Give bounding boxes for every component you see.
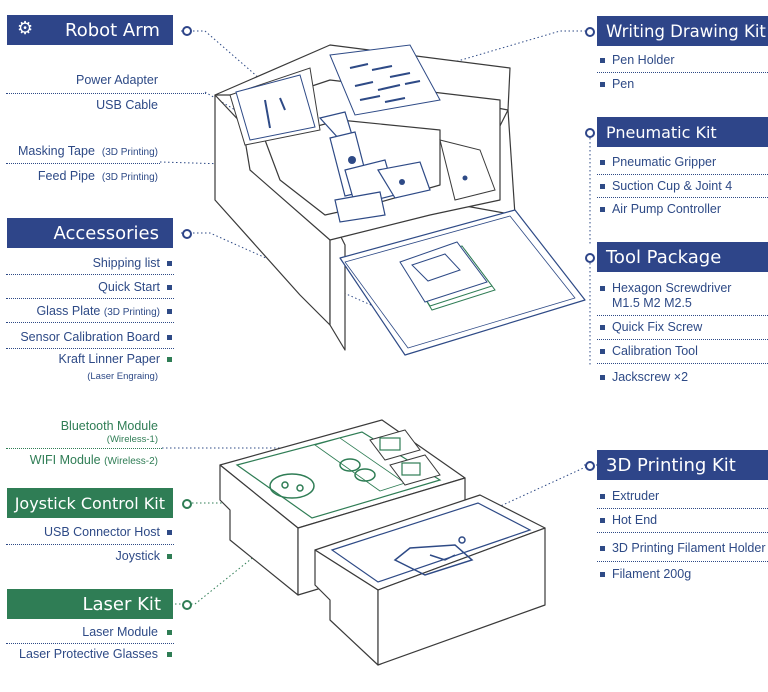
pneumatic-gripper-bullet [600,160,605,166]
extruder-rule [597,508,768,509]
pen-holder-bullet [600,58,605,64]
bluetooth-module-label: Bluetooth Module [60,419,158,433]
laser-kit-title: Laser Kit [82,593,162,615]
hex-screwdriver-sizes: M1.5 M2 M2.5 [612,296,692,310]
filament-holder-bullet [600,546,605,552]
hot-end-item: Hot End [600,513,657,528]
shipping-list-label: Shipping list [92,256,160,270]
pneumatic-kit-header: Pneumatic Kit [585,117,768,147]
accessories-dot [182,229,192,239]
usb-connector-label: USB Connector Host [43,525,160,539]
hex-rule [597,315,768,316]
tool-package-header: Tool Package [585,242,768,272]
glass-plate-label: Glass Plate (3D Printing) [36,304,160,318]
hot-end-bullet [600,518,605,524]
suction-cup-item: Suction Cup & Joint 4 [600,179,732,194]
filament-item: Filament 200g [600,567,691,582]
power-adapter-rule [6,93,206,94]
hex-screwdriver-item: Hexagon Screwdriver [600,281,731,296]
laser-kit-header: Laser Kit [7,589,192,619]
writing-kit-header: Writing Drawing Kit [585,16,768,46]
tool-package-title: Tool Package [606,246,722,268]
kraft-paper-note: (Laser Engraing) [87,371,158,382]
laser-module-rule [6,643,174,644]
pen-holder-item: Pen Holder [600,53,675,68]
sensor-board-label: Sensor Calibration Board [20,330,160,344]
writing-kit-dot [585,27,595,37]
joystick-label: Joystick [115,549,160,563]
glass-plate-rule [6,322,174,323]
bluetooth-rule [6,448,162,449]
quick-fix-bullet [600,325,605,331]
pneumatic-kit-title: Pneumatic Kit [606,122,717,142]
shipping-list-bullet [167,261,172,266]
wifi-module-label: WIFI Module (Wireless-2) [29,453,158,467]
quick-start-label: Quick Start [98,280,160,294]
writing-kit-title: Writing Drawing Kit [606,21,766,41]
quick-start-bullet [167,285,172,290]
bluetooth-module-note: (Wireless-1) [106,434,158,445]
pen-item: Pen [600,77,634,92]
air-pump-bullet [600,207,605,213]
kraft-paper-label: Kraft Linner Paper [58,352,160,366]
laser-glasses-bullet [167,652,172,657]
calibration-tool-bullet [600,349,605,355]
pneumatic-gripper-item: Pneumatic Gripper [600,155,716,170]
power-adapter-label: Power Adapter [76,73,158,87]
joystick-bullet [167,554,172,559]
laser-module-label: Laser Module [82,625,158,639]
pen-holder-rule [597,72,768,73]
joystick-kit-title: Joystick Control Kit [14,493,165,513]
quick-fix-item: Quick Fix Screw [600,320,702,335]
sensor-board-bullet [167,335,172,340]
laser-module-bullet [167,630,172,635]
pen-bullet [600,82,605,88]
hex-screwdriver-bullet [600,286,605,292]
usb-connector-bullet [167,530,172,535]
jackscrew-item: Jackscrew ×2 [600,370,688,385]
jackscrew-bullet [600,375,605,381]
tool-package-dot [585,253,595,263]
hot-end-rule [597,532,768,533]
masking-tape-label: Masking Tape (3D Printing) [18,144,158,158]
filament-holder-item: 3D Printing Filament Holder [600,541,768,556]
robot-arm-header: ⚙ Robot Arm [7,15,192,45]
feed-pipe-label: Feed Pipe (3D Printing) [37,169,158,183]
extruder-item: Extruder [600,489,659,504]
quick-start-rule [6,298,174,299]
suction-cup-rule [597,197,768,198]
pneumatic-gripper-rule [597,174,768,175]
kraft-paper-bullet [167,357,172,362]
shipping-list-rule [6,274,174,275]
robot-arm-dot [182,26,192,36]
laser-glasses-label: Laser Protective Glasses [19,647,158,661]
joystick-kit-header: Joystick Control Kit [7,488,192,518]
accessories-header: Accessories [7,218,192,248]
suction-cup-bullet [600,184,605,190]
usb-cable-label: USB Cable [96,98,158,112]
quick-fix-rule [597,339,768,340]
laser-kit-dot [182,600,192,610]
calibration-tool-item: Calibration Tool [600,344,698,359]
robot-arm-icon: ⚙ [17,18,34,39]
calibration-tool-rule [597,363,768,364]
joystick-kit-dot [182,499,192,509]
printing-kit-title: 3D Printing Kit [606,454,736,476]
air-pump-item: Air Pump Controller [600,202,721,217]
printing-kit-dot [585,461,595,471]
usb-connector-rule [6,544,174,545]
printing-kit-header: 3D Printing Kit [585,450,768,480]
robot-arm-title: Robot Arm [65,19,160,41]
glass-plate-bullet [167,309,172,314]
masking-tape-rule [6,163,160,164]
filament-holder-rule [597,561,768,562]
filament-bullet [600,572,605,578]
extruder-bullet [600,494,605,500]
sensor-board-rule [6,348,174,349]
accessories-title: Accessories [53,222,160,244]
pneumatic-kit-dot [585,128,595,138]
